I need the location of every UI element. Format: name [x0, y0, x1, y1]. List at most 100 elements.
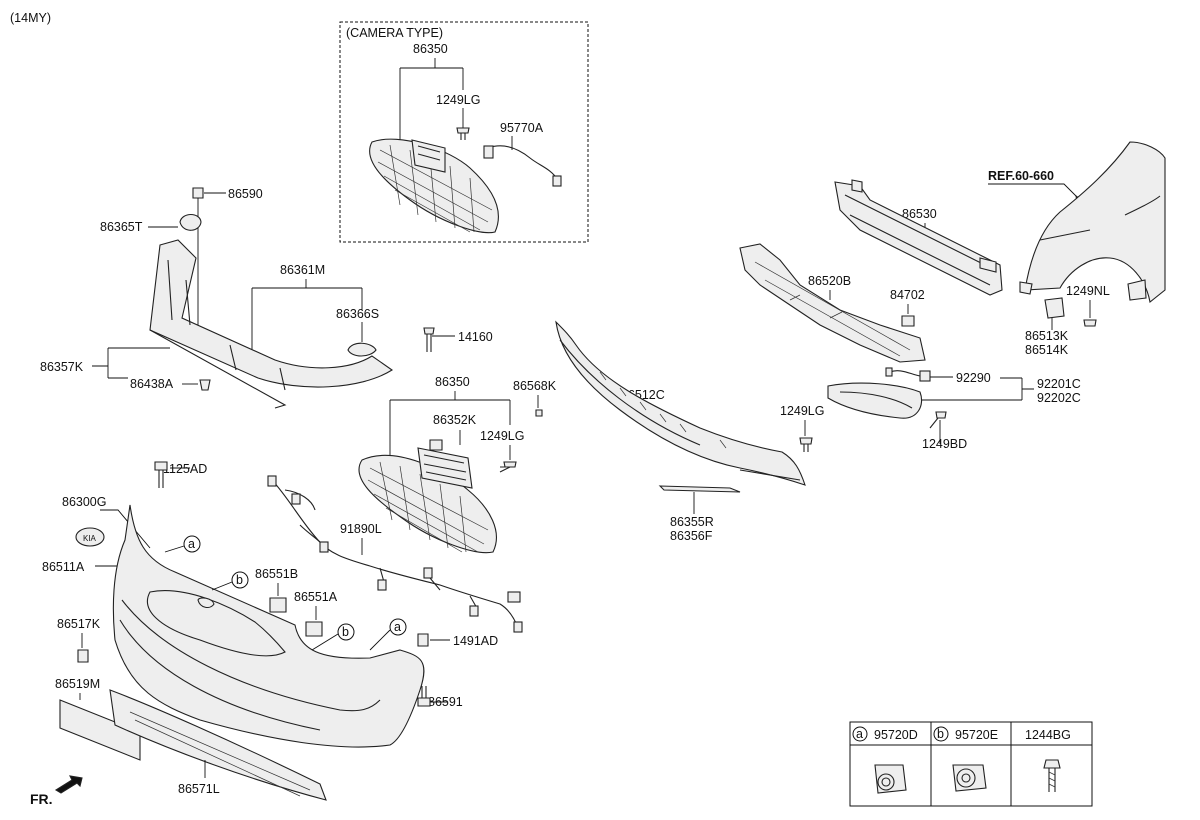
plate-86519M: [59, 699, 141, 761]
label-86590: 86590: [228, 187, 263, 201]
label-1249NL: 1249NL: [1066, 284, 1110, 298]
bolt-14160: [423, 327, 435, 352]
beam-86530: [834, 179, 1003, 296]
label-86361M: 86361M: [280, 263, 325, 277]
callouts: a b b a: [164, 535, 407, 651]
absorber-86520B: [739, 243, 926, 363]
sensor-95720E-icon: [952, 764, 987, 792]
camera-box-title: (CAMERA TYPE): [346, 26, 443, 40]
under-cover-86571L: [109, 689, 327, 801]
callout-b2: b: [342, 625, 349, 639]
leader-86357K: [92, 347, 170, 379]
bumper-cover-group: 1125AD 86300G KIA 86511A 86551B 86551A 8…: [42, 461, 498, 801]
legend-table: a 95720D b 95720E 1244BG: [849, 721, 1093, 807]
camera-type-box: (CAMERA TYPE) 86350 1249LG 95770A: [339, 21, 589, 243]
callout-circle-a1: [183, 535, 201, 553]
clip-1491AD: [417, 633, 429, 647]
label-86366S: 86366S: [336, 307, 379, 321]
label-86355R: 86355R: [670, 515, 714, 529]
clip-86568K: [535, 409, 543, 417]
lower-cover-group: 86568K 86512C 86355R 86356F: [513, 320, 806, 543]
grille-86350-camera: [369, 138, 499, 234]
moulding-86355R: [658, 485, 741, 493]
label-86517K: 86517K: [57, 617, 101, 631]
fender: [1019, 141, 1166, 304]
label-1125AD: 1125AD: [163, 462, 207, 476]
callout-a1: a: [188, 537, 195, 551]
camera-harness-95770A: [483, 145, 562, 187]
ref-label: REF.60-660: [988, 169, 1054, 183]
cap-86365T: [179, 213, 202, 231]
label-86356F: 86356F: [670, 529, 713, 543]
leader-86350: [389, 391, 511, 458]
legend-part-95720D: 95720D: [874, 728, 918, 742]
bracket-86551B: [269, 597, 287, 613]
label-86513K: 86513K: [1025, 329, 1069, 343]
label-86352K: 86352K: [433, 413, 477, 427]
bumper-cover-86511A: [112, 504, 425, 748]
leader-92201C: [912, 377, 1034, 401]
label-1249BD: 1249BD: [922, 437, 967, 451]
legend-part-95720E: 95720E: [955, 728, 998, 742]
callout-b1: b: [236, 573, 243, 587]
label-86571L: 86571L: [178, 782, 220, 796]
leader-86350-camera: [399, 58, 464, 140]
label-86438A: 86438A: [130, 377, 174, 391]
right-parts-group: 86530 86520B 84702 92290 92201C 92202C: [739, 141, 1166, 452]
grille-86350: [358, 439, 497, 554]
label-86551B: 86551B: [255, 567, 298, 581]
camera-box-frame: [339, 21, 589, 243]
bracket-86551A: [305, 621, 323, 637]
hook-86517K: [77, 649, 89, 663]
label-84702: 84702: [890, 288, 925, 302]
label-1249LG-camera: 1249LG: [436, 93, 480, 107]
label-14160: 14160: [458, 330, 493, 344]
bolt-1125AD: [154, 461, 168, 488]
svg-text:KIA: KIA: [83, 534, 97, 543]
label-86519M: 86519M: [55, 677, 100, 691]
fog-lamp-92201C: [827, 382, 923, 419]
leader-86361M: [251, 279, 363, 362]
upper-bracket-group: 86590 86365T 86361M 86366S 86357K 86438A: [40, 187, 393, 409]
model-year: (14MY): [10, 11, 51, 25]
label-1249LG-grille: 1249LG: [480, 429, 524, 443]
fr-label: FR.: [30, 791, 53, 807]
legend-mark-circle-a: [852, 726, 868, 742]
bolt-1244BG-icon: [1043, 759, 1061, 792]
label-92202C: 92202C: [1037, 391, 1081, 405]
wiring-91890L-group: 91890L: [267, 475, 523, 633]
screw-1249LG-camera: [456, 127, 470, 140]
label-86551A: 86551A: [294, 590, 338, 604]
callout-leaders: [164, 545, 391, 651]
screw-1249BD: [929, 411, 947, 429]
label-86365T: 86365T: [100, 220, 143, 234]
label-86530: 86530: [902, 207, 937, 221]
label-1491AD: 1491AD: [453, 634, 498, 648]
clip-86438A: [199, 379, 211, 391]
wiring-harness-91890L: [267, 475, 523, 633]
screw-1249NL: [1083, 319, 1097, 327]
bulb-92290: [885, 367, 931, 382]
legend-frame: [849, 721, 1093, 807]
leader-86300G: [100, 509, 151, 549]
label-86511A: 86511A: [42, 560, 85, 574]
label-86568K: 86568K: [513, 379, 557, 393]
callout-a2: a: [394, 620, 401, 634]
upper-bracket-86361M: [149, 239, 393, 409]
label-1249LG-lamp: 1249LG: [780, 404, 824, 418]
callout-circle-b1: [231, 571, 249, 589]
label-95770A: 95770A: [500, 121, 544, 135]
label-86520B: 86520B: [808, 274, 851, 288]
screw-1249LG-lamp: [799, 437, 813, 452]
label-86300G: 86300G: [62, 495, 106, 509]
pad-84702: [901, 315, 915, 327]
label-86350-camera: 86350: [413, 42, 448, 56]
bolt-86591: [417, 686, 431, 707]
lower-cover-86512C: [555, 320, 806, 486]
leader-ref: [988, 183, 1081, 201]
bracket-86513K: [1044, 297, 1065, 319]
label-86514K: 86514K: [1025, 343, 1069, 357]
label-92290: 92290: [956, 371, 991, 385]
front-arrow-icon: [54, 775, 83, 794]
